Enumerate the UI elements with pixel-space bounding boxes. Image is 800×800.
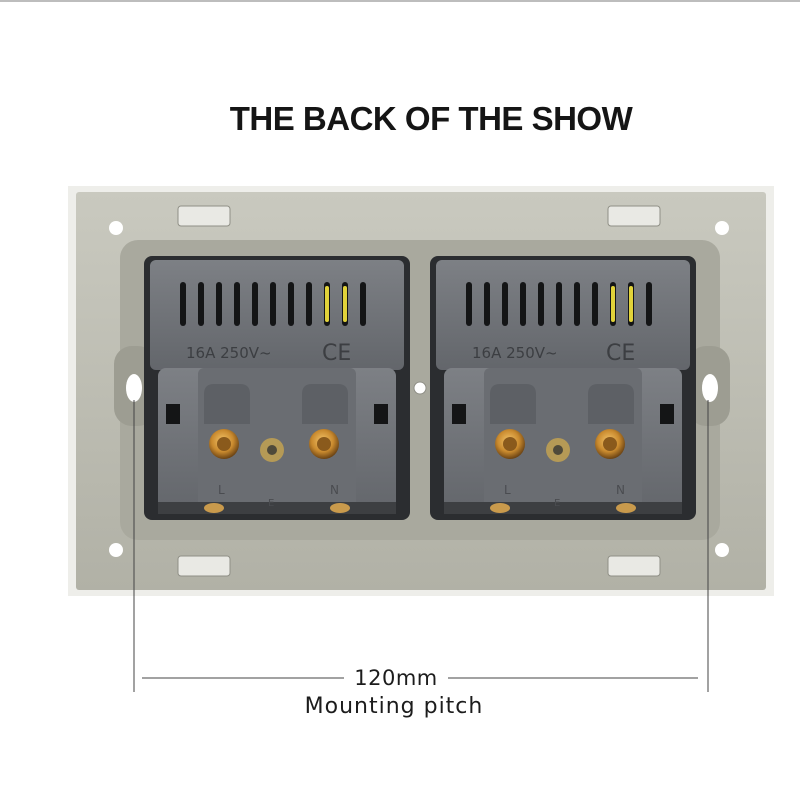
mounting-slots xyxy=(114,346,730,426)
module-ce-mark-left: CE xyxy=(322,341,351,366)
dimension-value: 120mm xyxy=(346,666,446,690)
page-title: THE BACK OF THE SHOW xyxy=(229,100,633,137)
terminal-earth-right: E xyxy=(554,498,560,509)
terminal-live-left: L xyxy=(218,483,225,497)
center-screw-hole xyxy=(413,381,427,395)
terminal-neutral-left: N xyxy=(330,483,339,497)
corner-holes xyxy=(109,221,729,557)
module-rating-left: 16A 250V~ xyxy=(186,344,272,362)
module-rating-right: 16A 250V~ xyxy=(472,344,558,362)
terminal-neutral-right: N xyxy=(616,483,625,497)
terminal-earth-left: E xyxy=(268,498,274,509)
module-ce-mark-right: CE xyxy=(606,341,635,366)
socket-module-left xyxy=(144,256,410,520)
dimension-label: Mounting pitch xyxy=(304,694,484,719)
dimension-lines xyxy=(133,400,709,692)
socket-module-right xyxy=(430,256,696,520)
top-border-line xyxy=(0,0,800,2)
frame-tabs xyxy=(177,205,661,577)
terminal-live-right: L xyxy=(504,483,511,497)
